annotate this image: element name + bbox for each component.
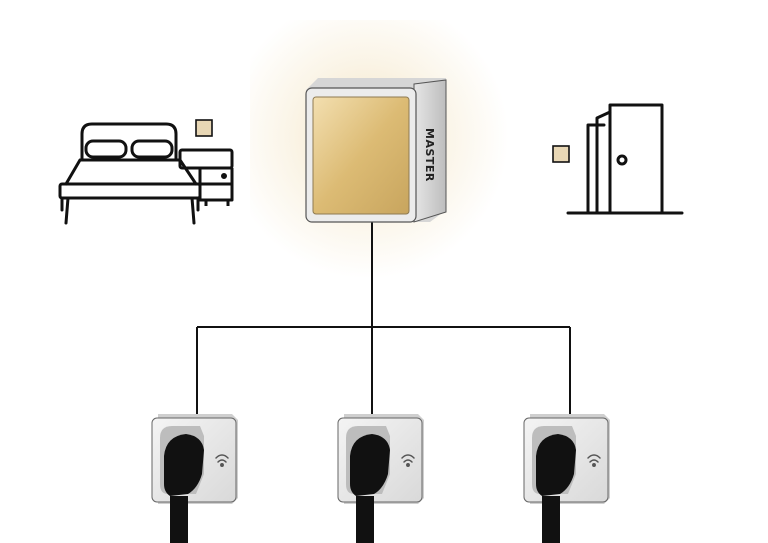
wifi-icon bbox=[215, 454, 229, 467]
master-label: MASTER bbox=[423, 128, 436, 182]
master-switch-panel bbox=[312, 96, 410, 215]
bedroom-indicator[interactable] bbox=[195, 119, 213, 137]
plug-cable bbox=[542, 496, 560, 543]
bed-icon bbox=[58, 122, 202, 225]
plug-icon bbox=[164, 434, 204, 496]
plug-cable bbox=[170, 496, 188, 543]
plug-cable bbox=[356, 496, 374, 543]
master-switch[interactable]: MASTER bbox=[305, 78, 447, 223]
smart-socket-2[interactable] bbox=[337, 414, 424, 543]
wifi-icon bbox=[587, 454, 601, 467]
plug-icon bbox=[536, 434, 576, 496]
wifi-icon bbox=[401, 454, 415, 467]
smart-socket-3[interactable] bbox=[523, 414, 610, 543]
door-indicator[interactable] bbox=[552, 145, 570, 163]
plug-icon bbox=[350, 434, 390, 496]
door-icon bbox=[566, 103, 684, 215]
nightstand-icon bbox=[178, 148, 234, 206]
smart-socket-1[interactable] bbox=[151, 414, 238, 543]
wires bbox=[196, 220, 571, 415]
